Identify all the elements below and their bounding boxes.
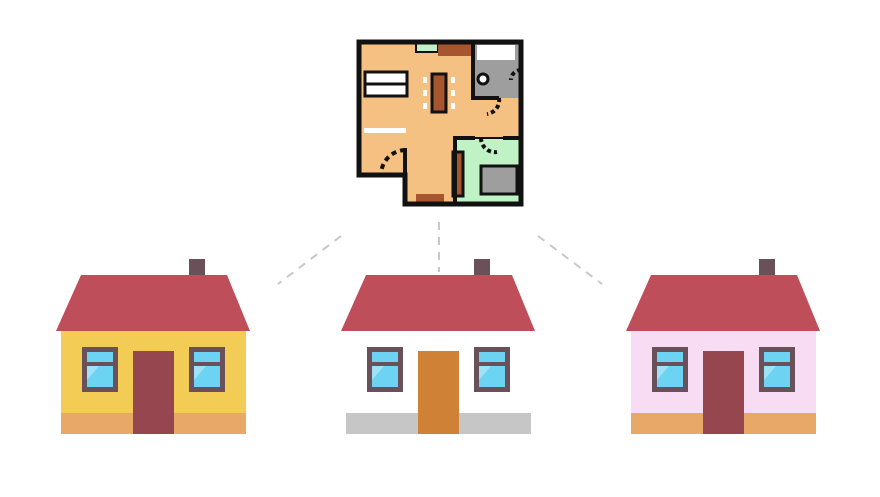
window-right: [189, 347, 225, 392]
dining-chairs: [423, 77, 455, 109]
window-shine: [194, 366, 206, 380]
window-right: [759, 347, 795, 392]
window-left: [652, 347, 688, 392]
connectors: [277, 222, 603, 285]
connector-left: [277, 235, 342, 285]
chimney: [759, 259, 775, 277]
roof: [341, 275, 535, 331]
house-right: [626, 259, 820, 434]
bath-tub: [479, 164, 519, 196]
roof: [56, 275, 250, 331]
door: [418, 351, 459, 434]
window-shine: [87, 366, 99, 380]
window-glass-top: [372, 352, 398, 362]
bottom-rug: [416, 194, 444, 204]
rug-strip: [364, 128, 406, 133]
chimney: [189, 259, 205, 277]
window-shine: [657, 366, 669, 380]
window-glass-top: [479, 352, 505, 362]
dining-table: [430, 72, 448, 114]
window-shine: [372, 366, 384, 380]
window-glass-bottom: [194, 366, 220, 387]
window-glass-top: [87, 352, 113, 362]
window-left: [82, 347, 118, 392]
chimney: [474, 259, 490, 277]
floor-plan-icon: [356, 39, 524, 207]
window-glass-top: [657, 352, 683, 362]
roof: [626, 275, 820, 331]
window-glass-bottom: [764, 366, 790, 387]
window-right: [474, 347, 510, 392]
window-glass-bottom: [657, 366, 683, 387]
interior-walls: [403, 42, 521, 204]
window-glass-top: [764, 352, 790, 362]
window-shine: [479, 366, 491, 380]
tiled-room-counter: [477, 45, 515, 60]
window-glass-top: [194, 352, 220, 362]
door: [133, 351, 174, 434]
top-shelf: [438, 43, 471, 56]
door: [703, 351, 744, 434]
window-glass-bottom: [372, 366, 398, 387]
window-shine: [764, 366, 776, 380]
floor-plan-outline: [356, 39, 524, 207]
toilet: [476, 72, 490, 86]
window-left: [367, 347, 403, 392]
house-left: [56, 259, 250, 434]
window-glass-bottom: [87, 366, 113, 387]
window-glass-bottom: [479, 366, 505, 387]
house-center: [341, 259, 535, 434]
connector-right: [537, 235, 603, 285]
